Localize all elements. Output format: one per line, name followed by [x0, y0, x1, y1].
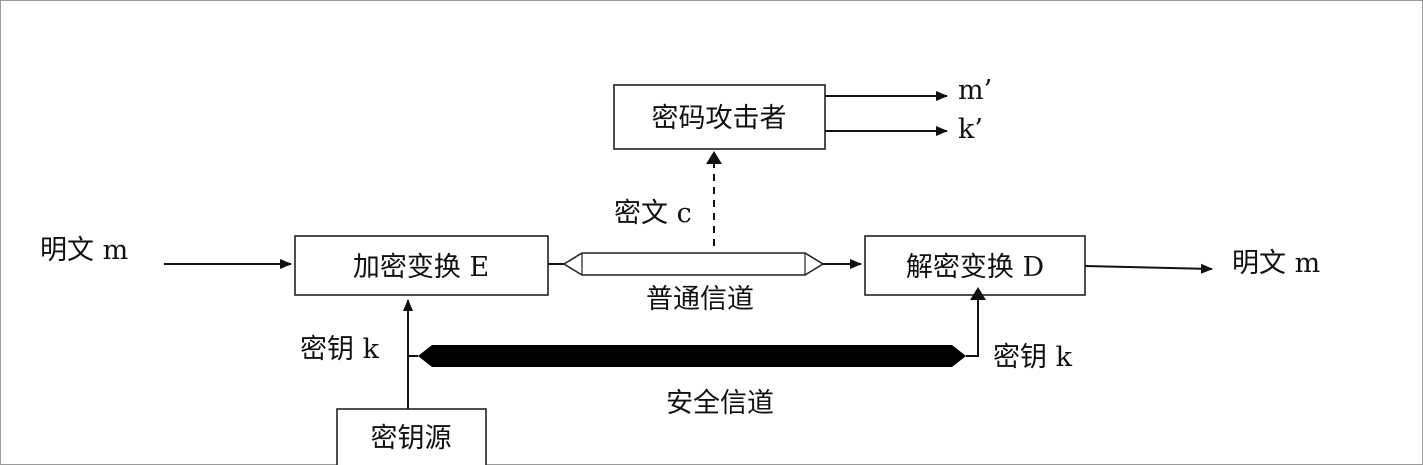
key-right-label: 密钥 k	[993, 342, 1073, 373]
encrypt-box: 加密变换 E	[294, 235, 549, 296]
interception-arrowhead	[706, 151, 722, 164]
decrypt-box: 解密变换 D	[864, 235, 1086, 296]
secure-channel-label: 安全信道	[666, 388, 774, 419]
decrypt-label: 解密变换 D	[906, 252, 1044, 283]
key-line-right	[966, 300, 979, 357]
public-channel-label: 普通信道	[646, 284, 754, 315]
ciphertext-label: 密文 c	[614, 198, 692, 229]
encrypt-label: 加密变换 E	[353, 252, 489, 283]
key-source-box: 密钥源	[336, 408, 487, 465]
arrow-key-to-decrypt	[970, 287, 986, 300]
key-left-label: 密钥 k	[300, 334, 380, 365]
attacker-output-k: k’	[958, 114, 983, 145]
secure-channel-bar	[418, 345, 966, 367]
public-channel-pipe	[562, 252, 825, 276]
plaintext-in-label: 明文 m	[40, 235, 128, 266]
attacker-label: 密码攻击者	[652, 103, 787, 134]
arrow-plaintext-out	[1084, 263, 1213, 274]
attacker-output-m: m’	[958, 75, 992, 106]
plaintext-out-label: 明文 m	[1232, 248, 1320, 279]
key-source-label: 密钥源	[371, 423, 452, 454]
attacker-box: 密码攻击者	[613, 84, 826, 150]
